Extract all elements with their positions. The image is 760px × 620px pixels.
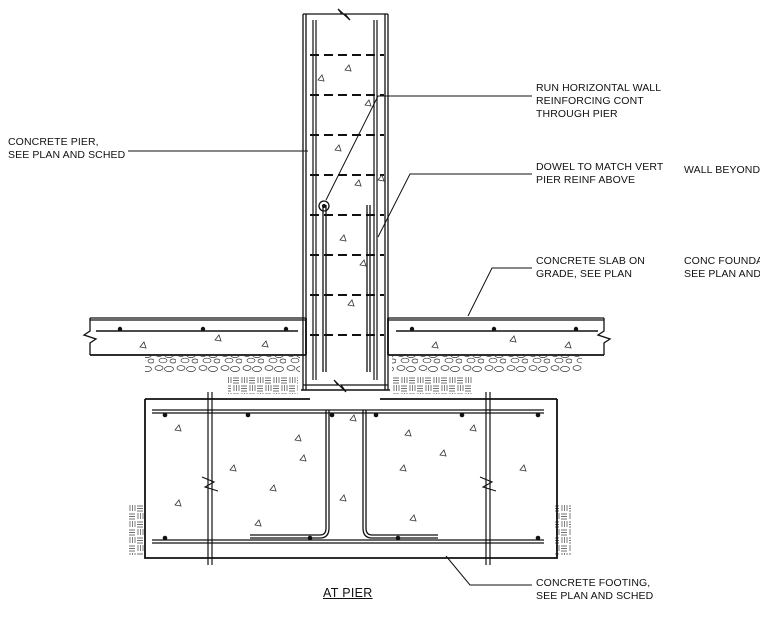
horizontal-reinforcing-label: RUN HORIZONTAL WALL REINFORCING CONT THR… — [536, 82, 661, 121]
footing-rebar-dots — [162, 412, 541, 541]
gravel-base — [145, 356, 582, 372]
slab-on-grade-left — [82, 317, 307, 356]
wall-beyond-label-line1: WALL BEYOND — [684, 164, 760, 176]
dowel-bar-dot — [322, 204, 326, 208]
dowel-label-line2: PIER REINF ABOVE — [536, 174, 636, 186]
horizontal-reinforcing — [310, 54, 384, 336]
concrete-footing — [144, 392, 558, 565]
foundation-label-line2: SEE PLAN AND S — [684, 268, 760, 280]
horizontal-reinforcing-label-line3: THROUGH PIER — [536, 108, 618, 120]
detail-title: AT PIER — [323, 586, 373, 600]
pier-dowels — [318, 200, 371, 372]
footing-label: CONCRETE FOOTING, SEE PLAN AND SCHED — [536, 577, 653, 603]
horizontal-reinforcing-label-line2: REINFORCING CONT — [536, 95, 644, 107]
concrete-pier-label-line1: CONCRETE PIER, — [8, 136, 99, 148]
concrete-aggregate — [139, 64, 572, 527]
slab-rebar-dots — [117, 326, 579, 332]
footing-label-line2: SEE PLAN AND SCHED — [536, 590, 654, 602]
dowel-label: DOWEL TO MATCH VERT PIER REINF ABOVE — [536, 161, 663, 187]
wall-beyond-label: WALL BEYOND — [684, 164, 760, 177]
slab-label-line2: GRADE, SEE PLAN — [536, 268, 633, 280]
slab-on-grade-right — [387, 317, 612, 356]
slab-label-line1: CONCRETE SLAB ON — [536, 255, 645, 267]
dowel-label-line1: DOWEL TO MATCH VERT — [536, 161, 664, 173]
horizontal-reinforcing-label-line1: RUN HORIZONTAL WALL — [536, 82, 662, 94]
foundation-label: CONC FOUNDATI SEE PLAN AND S — [684, 255, 760, 281]
earth-hatch — [128, 376, 571, 555]
concrete-pier — [301, 8, 390, 393]
concrete-pier-label: CONCRETE PIER, SEE PLAN AND SCHED — [8, 136, 125, 162]
leader-lines — [128, 95, 532, 586]
foundation-label-line1: CONC FOUNDATI — [684, 255, 760, 267]
slab-label: CONCRETE SLAB ON GRADE, SEE PLAN — [536, 255, 645, 281]
concrete-pier-label-line2: SEE PLAN AND SCHED — [8, 149, 126, 161]
footing-label-line1: CONCRETE FOOTING, — [536, 577, 651, 589]
